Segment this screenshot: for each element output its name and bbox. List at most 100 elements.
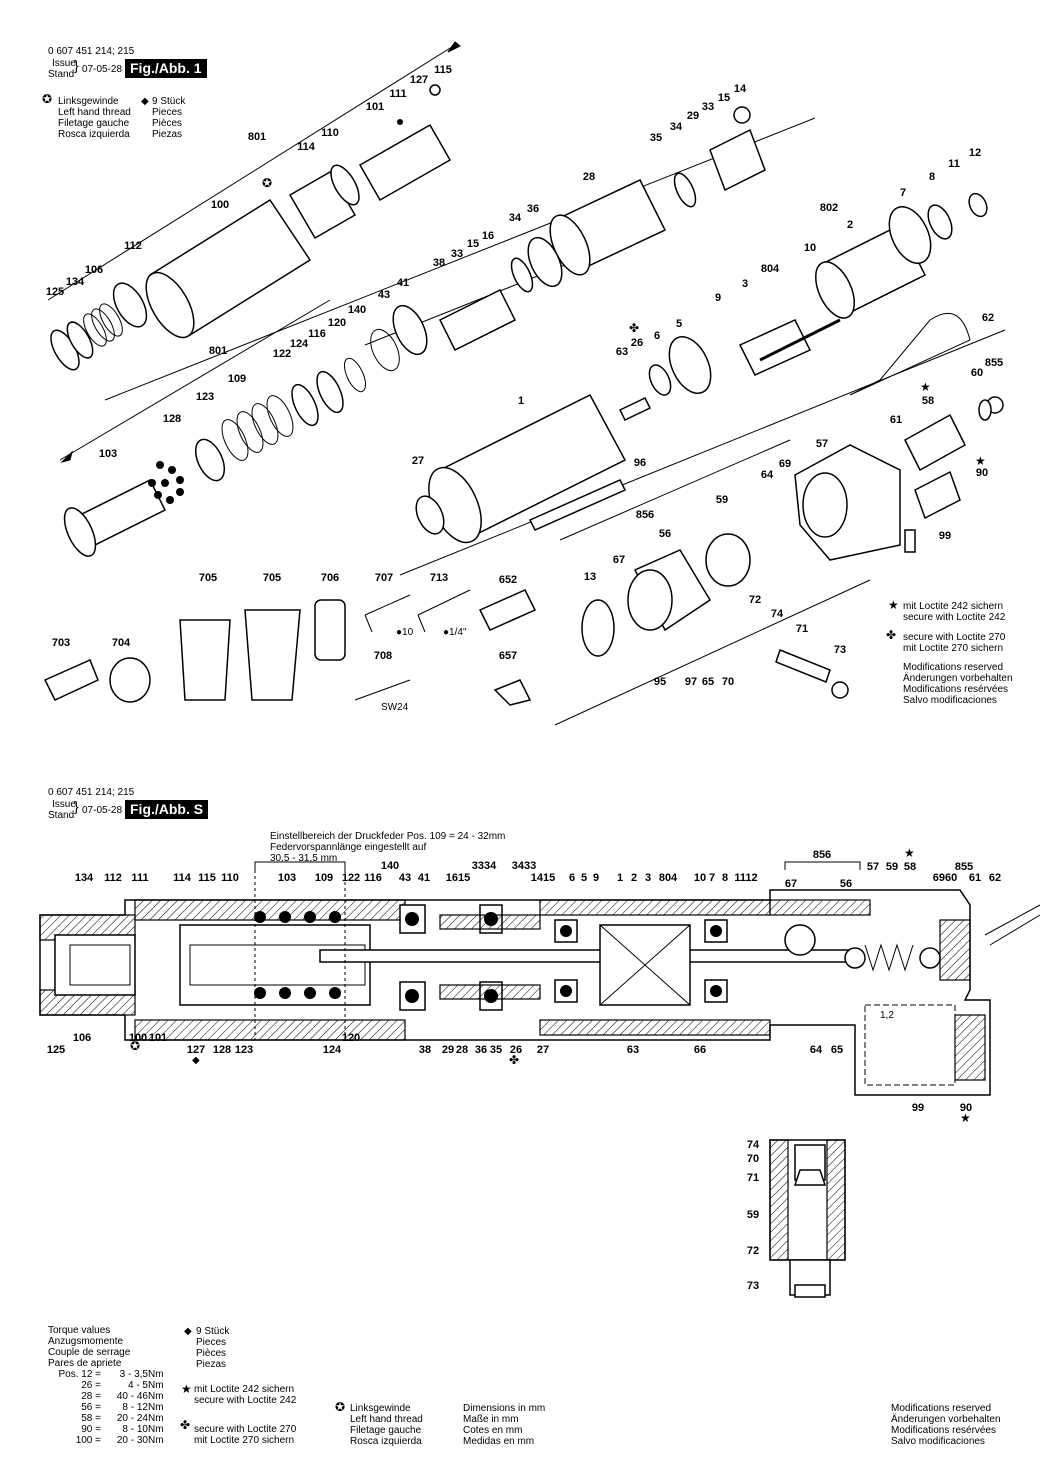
- key-size-10: 10: [402, 627, 414, 638]
- part-705-handle-1: [179, 619, 231, 701]
- part-13-plate: [581, 599, 615, 657]
- part-59-valve: [705, 533, 751, 587]
- issue-label: Issue: [52, 58, 76, 69]
- wrench-size: SW24: [381, 702, 409, 713]
- part-708-wrench: [354, 679, 411, 701]
- part-116-ring: [316, 370, 344, 414]
- part-63-valve: [618, 397, 652, 421]
- doc-number: 0 607 451 214; 215: [48, 46, 135, 57]
- star-icon: ★: [181, 1382, 192, 1396]
- issue-date-s: 07-05-28: [82, 805, 123, 816]
- part-5-endplate: [668, 336, 712, 394]
- part-128-balls: [148, 461, 184, 504]
- part-71-pin: [775, 649, 831, 683]
- part-706-filter: [314, 599, 346, 661]
- star-icon: ★: [888, 598, 899, 612]
- left-hand-thread-icon: ✪: [335, 1400, 346, 1414]
- part-140-clip: [343, 357, 367, 393]
- issue-date: 07-05-28: [82, 64, 123, 75]
- part-100-housing: [145, 198, 312, 339]
- part-43-clip: [370, 328, 400, 372]
- sectional-view: [39, 889, 1041, 1096]
- dimension-1-2: 1,2: [880, 1010, 894, 1021]
- part-38-planet-carrier: [438, 288, 517, 352]
- clover-icon: ✤: [886, 628, 897, 642]
- stand-label-s: Stand: [48, 810, 75, 821]
- assembly-axis-lines: [47, 41, 1006, 726]
- left-hand-thread-icon: ✪: [130, 1039, 141, 1053]
- part-36-bearing: [527, 236, 563, 288]
- part-713-key: [417, 589, 471, 633]
- part-35-ring: [673, 172, 697, 208]
- part-106-spring: [83, 303, 123, 347]
- left-hand-thread-icon: ✪: [262, 176, 273, 190]
- part-62-bracket: [849, 312, 971, 396]
- clover-icon: ✤: [180, 1418, 191, 1432]
- doc-number-s: 0 607 451 214; 215: [48, 787, 135, 798]
- part-657-clip: [493, 679, 532, 706]
- part-123-ring: [194, 438, 226, 482]
- clover-icon: ✤: [509, 1053, 520, 1067]
- part-66-rod: [759, 318, 841, 362]
- detail-view: [769, 1139, 846, 1298]
- part-57-valve-housing: [794, 444, 901, 561]
- part-8-bearing: [927, 204, 953, 240]
- key-size-quarter: 1/4": [449, 627, 467, 638]
- star-icon: ★: [920, 380, 931, 394]
- part-73-cap: [831, 681, 849, 699]
- part-122-ring: [291, 383, 319, 427]
- part-58-inlet: [904, 413, 966, 472]
- clover-icon: ✤: [629, 321, 640, 335]
- part-34-washer: [510, 257, 534, 293]
- left-hand-thread-icon: ✪: [42, 92, 53, 106]
- part-27-washer: [415, 495, 445, 535]
- part-99-label: [904, 529, 916, 553]
- figure-title-s: Fig./Abb. S: [125, 800, 209, 819]
- issue-label-s: Issue: [52, 799, 76, 810]
- part-704-bracket: [109, 657, 151, 703]
- diamond-icon: ◆: [192, 1055, 200, 1066]
- part-115-screw: [429, 84, 441, 96]
- part-12-nut: [968, 192, 988, 218]
- part-652-nipple: [478, 589, 537, 631]
- star-icon: ★: [960, 1111, 971, 1125]
- part-705-handle-2: [244, 609, 301, 701]
- part-41-bearing: [392, 304, 428, 356]
- part-7-endplate: [888, 206, 932, 264]
- diamond-icon: ◆: [141, 96, 149, 107]
- part-14-gear: [733, 106, 751, 124]
- part-6-bearing: [648, 364, 672, 396]
- part-96-strip: [528, 479, 627, 531]
- part-29-carrier: [709, 128, 766, 192]
- part-60-filter: [978, 399, 992, 421]
- part-90-inlet: [914, 470, 961, 520]
- part-112-nut: [112, 282, 148, 328]
- bearing-41: [399, 904, 426, 1011]
- part-56-valve-body: [627, 549, 712, 632]
- part-134-ring: [66, 321, 94, 359]
- part-1-motor-housing: [428, 394, 627, 544]
- part-703-nipple: [43, 658, 99, 701]
- part-110-ring: [330, 164, 360, 206]
- star-icon: ★: [904, 846, 915, 860]
- part-111-ball: [397, 119, 403, 125]
- part-109-spring: [221, 395, 294, 461]
- part-707-key: [364, 594, 411, 633]
- part-101-spindle: [358, 123, 452, 202]
- diamond-icon: ◆: [184, 1326, 192, 1337]
- spring-setting-note: Einstellbereich der Druckfeder Pos. 109 …: [270, 831, 506, 864]
- part-103-clutch-shaft: [63, 478, 167, 557]
